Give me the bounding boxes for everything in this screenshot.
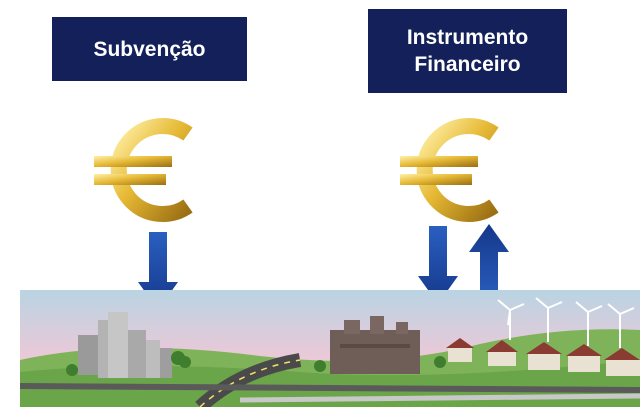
financial-instrument-label-box: Instrumento Financeiro xyxy=(368,9,567,93)
euro-coin-icon xyxy=(94,118,193,222)
houses xyxy=(446,338,640,376)
financial-instrument-label-line1: Instrumento xyxy=(406,26,529,49)
subsidy-label-box: Subvenção xyxy=(52,17,247,81)
arrow-down-icon xyxy=(418,226,458,304)
left-buildings xyxy=(78,312,172,378)
subsidy-label: Subvenção xyxy=(93,37,206,61)
wind-turbines xyxy=(497,297,635,348)
euro-coin-icon xyxy=(400,118,499,222)
city-landscape-illustration xyxy=(19,290,640,407)
financial-instrument-label-line2: Financeiro xyxy=(414,53,521,76)
arrow-up-icon xyxy=(469,224,509,302)
factory-building xyxy=(330,316,420,374)
